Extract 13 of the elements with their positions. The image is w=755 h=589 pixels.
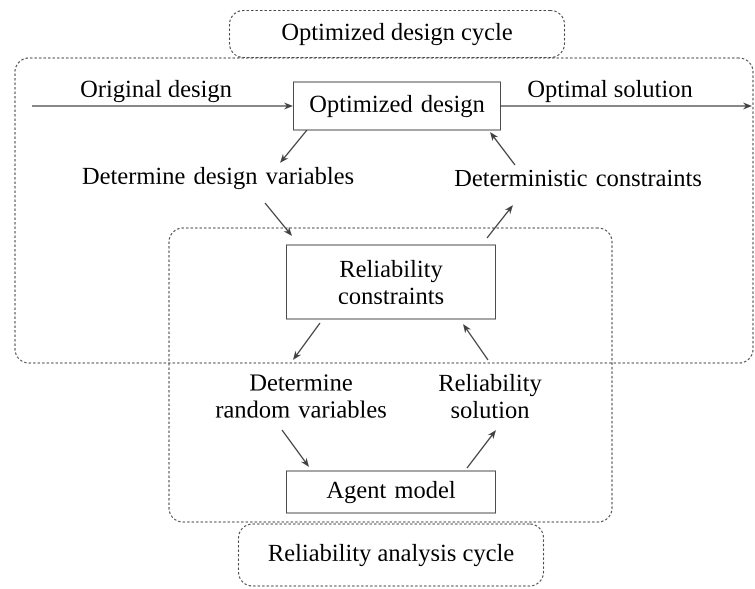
cycle-label-box: Reliability analysis cycle	[238, 523, 544, 587]
process-box: Optimized design	[293, 82, 501, 130]
cycle-region	[14, 57, 754, 364]
edge-label: Original design	[81, 80, 232, 102]
step-text: Deterministic constraints	[454, 170, 701, 186]
edge-label: Optimal solution	[528, 80, 692, 102]
cycle-region	[168, 227, 613, 523]
step-text: Reliability solution	[439, 374, 542, 418]
step-text: Determine random variables	[216, 374, 386, 418]
process-box: Agent model	[286, 470, 496, 514]
step-text: Determine design variables	[82, 166, 354, 190]
process-box: Reliability constraints	[286, 244, 496, 320]
cycle-label-box: Optimized design cycle	[228, 10, 566, 58]
